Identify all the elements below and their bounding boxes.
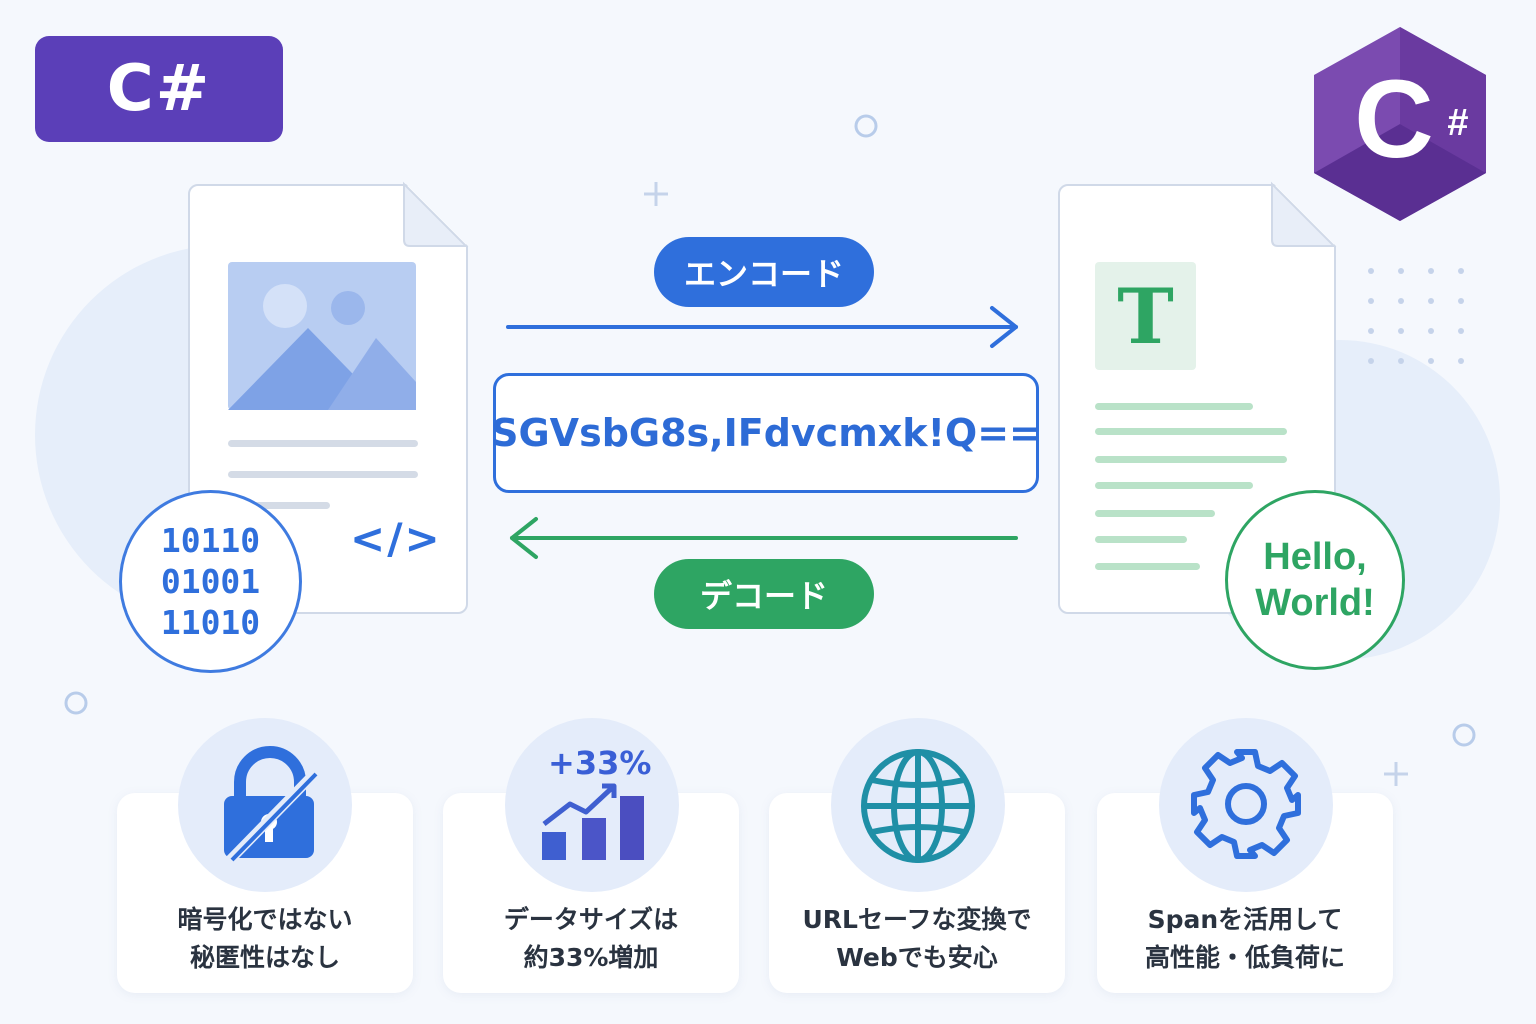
doc-text-line (1095, 510, 1215, 517)
size-increase-stat: +33% (548, 744, 652, 782)
doc-text-line (228, 471, 418, 478)
gear-icon-circle (1159, 718, 1333, 892)
hello-line: World! (1255, 582, 1375, 624)
decode-label: デコード (699, 577, 828, 615)
encode-arrow-icon (506, 306, 1018, 348)
encode-label: エンコード (683, 255, 844, 293)
doc-text-line (228, 502, 330, 509)
doc-text-line (228, 440, 418, 447)
gear-icon (1191, 749, 1301, 859)
csharp-logo-icon: C # (1314, 27, 1486, 221)
code-tag-icon: </> (350, 514, 442, 563)
binary-line: 01001 (160, 562, 261, 601)
text-file-letter: T (1117, 271, 1174, 361)
globe-icon (861, 749, 975, 863)
binary-line: 11010 (160, 603, 261, 642)
encode-pill: エンコード (654, 237, 874, 307)
card-text-line: URLセーフな変換で (802, 905, 1032, 934)
dot-grid-decoration (1368, 268, 1464, 364)
encoded-string: SGVsbG8s,IFdvcmxk!Q== (491, 411, 1041, 455)
doc-text-line (1095, 428, 1287, 435)
card-text-line: データサイズは (503, 905, 679, 934)
card-text-line: Webでも安心 (836, 943, 998, 972)
card-text-line: Spanを活用して (1147, 905, 1343, 934)
card-text-line: 暗号化ではない (177, 905, 353, 934)
decode-pill: デコード (654, 559, 874, 629)
lock-icon (224, 746, 320, 864)
card-text-line: 秘匿性はなし (189, 943, 340, 972)
binary-line: 10110 (160, 521, 261, 560)
decode-arrow-icon (510, 517, 1018, 559)
logo-symbol: # (1447, 102, 1468, 144)
text-document-fold (1271, 181, 1337, 247)
doc-text-line (1095, 456, 1287, 463)
hello-line: Hello, (1263, 536, 1367, 578)
logo-letter: C (1354, 58, 1433, 181)
doc-text-line (1095, 482, 1253, 489)
doc-text-line (1095, 563, 1200, 570)
doc-text-line (1095, 403, 1253, 410)
bar-chart-icon (542, 783, 644, 860)
csharp-badge: C# (35, 36, 283, 142)
source-document-fold (403, 181, 469, 247)
text-file-icon: T (1095, 262, 1196, 370)
image-icon (228, 262, 416, 410)
binary-circle: 10110 01001 11010 (119, 490, 302, 673)
card-text-line: 約33%増加 (523, 943, 659, 972)
hello-world-circle: Hello, World! (1225, 490, 1405, 670)
card-text-line: 高性能・低負荷に (1144, 943, 1345, 972)
doc-text-line (1095, 536, 1187, 543)
csharp-badge-label: C# (106, 52, 212, 126)
encoded-string-box: SGVsbG8s,IFdvcmxk!Q== (491, 373, 1041, 493)
